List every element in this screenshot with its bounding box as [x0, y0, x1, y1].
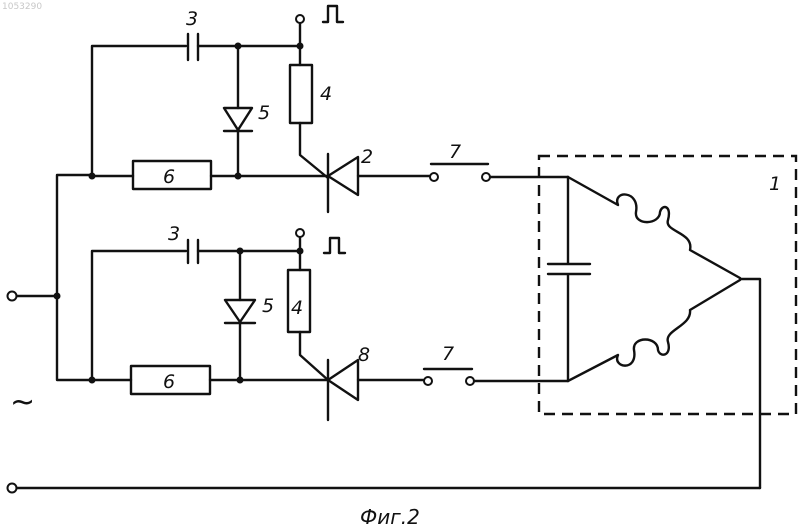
- top-branch: [57, 6, 568, 296]
- bottom-r4-to-gate-wire: [300, 332, 328, 380]
- motor-winding-lower: [568, 280, 740, 381]
- label-motor-block: 1: [769, 173, 781, 195]
- label-thyristor-top: 2: [361, 146, 373, 168]
- top-pulse-terminal: [296, 15, 304, 23]
- bottom-switch-terminal-left: [424, 377, 432, 385]
- thyristor-2: [328, 154, 358, 212]
- label-capacitor-bottom: 3: [168, 223, 180, 245]
- diode-5-bottom: [225, 300, 255, 323]
- bottom-cap-to-pulse-wire: [198, 238, 300, 251]
- label-resistor4-bottom: 4: [291, 297, 303, 319]
- ac-input: ~: [8, 292, 761, 493]
- bottom-branch: [57, 229, 568, 420]
- ac-symbol: ~: [10, 385, 35, 420]
- watermark-text: 1053290: [2, 2, 42, 12]
- bottom-left-wiring: [57, 251, 186, 380]
- capacitor-3-top: [188, 34, 198, 60]
- label-switch-top: 7: [449, 141, 461, 163]
- top-switch-terminal-left: [430, 173, 438, 181]
- label-capacitor-top: 3: [186, 8, 198, 30]
- input-terminal-2: [8, 484, 17, 493]
- diode-5-top: [224, 108, 252, 131]
- pulse-signal-icon: [324, 238, 345, 253]
- figure-caption: Фиг.2: [360, 505, 420, 529]
- top-r4-to-gate-wire: [300, 123, 328, 178]
- capacitor-3-bottom: [188, 240, 198, 263]
- bottom-pulse-terminal: [296, 229, 304, 237]
- motor-common-wire: [740, 279, 760, 488]
- label-resistor6-top: 6: [163, 166, 175, 188]
- input-terminal-1: [8, 292, 17, 301]
- label-switch-bottom: 7: [442, 343, 454, 365]
- thyristor-8: [328, 360, 358, 420]
- pulse-signal-icon: [323, 6, 343, 22]
- motor-winding-upper: [568, 177, 740, 278]
- label-thyristor-bottom: 8: [358, 344, 370, 366]
- motor-block-1: [539, 156, 796, 488]
- top-cap-to-pulse-wire: [198, 22, 300, 46]
- component-labels: 3 3 4 4 5 5 6 6 2 8 7 7 1: [163, 8, 781, 393]
- label-resistor6-bottom: 6: [163, 371, 175, 393]
- label-diode-bottom: 5: [262, 295, 274, 317]
- resistor-4-top: [290, 65, 312, 123]
- label-resistor4-top: 4: [320, 83, 332, 105]
- label-diode-top: 5: [258, 102, 270, 124]
